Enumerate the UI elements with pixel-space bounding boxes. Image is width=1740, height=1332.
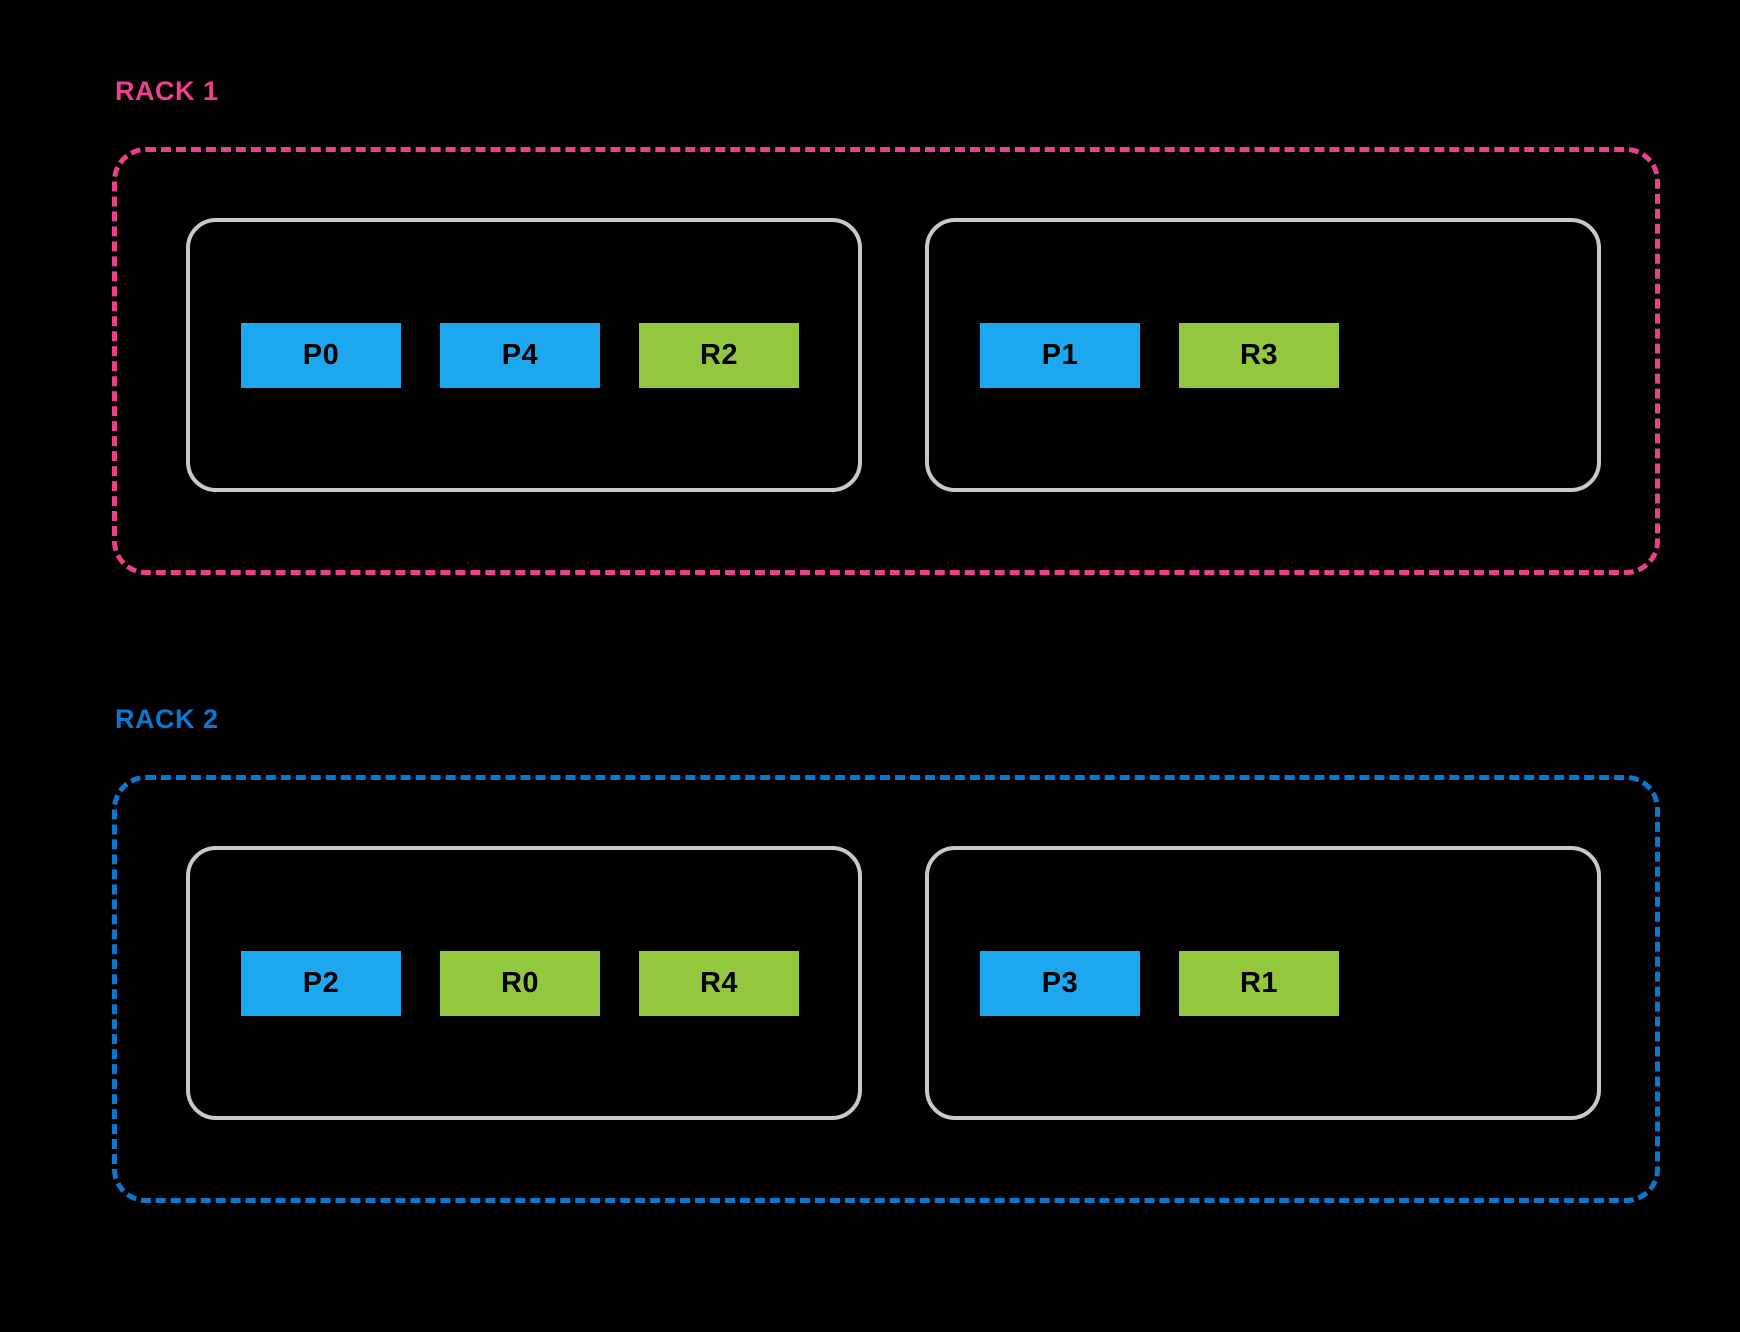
node-box-4[interactable]: P3 R1 xyxy=(925,846,1601,1120)
shard-p4[interactable]: P4 xyxy=(440,322,600,388)
rack-group-2: RACK 2 P2 R0 R4 P3 R1 xyxy=(0,628,1740,1248)
shard-r4[interactable]: R4 xyxy=(639,950,799,1016)
shard-p0[interactable]: P0 xyxy=(241,322,401,388)
node-2-shard-row: P1 R3 xyxy=(929,322,1339,388)
shard-p3[interactable]: P3 xyxy=(980,950,1140,1016)
shard-p1[interactable]: P1 xyxy=(980,322,1140,388)
shard-p2[interactable]: P2 xyxy=(241,950,401,1016)
shard-r0[interactable]: R0 xyxy=(440,950,600,1016)
rack-2-boundary xyxy=(112,775,1660,1203)
node-3-shard-row: P2 R0 R4 xyxy=(190,950,799,1016)
node-box-3[interactable]: P2 R0 R4 xyxy=(186,846,862,1120)
rack-1-label: RACK 1 xyxy=(115,76,219,106)
shard-r3[interactable]: R3 xyxy=(1179,322,1339,388)
node-4-shard-row: P3 R1 xyxy=(929,950,1339,1016)
rack-group-1: RACK 1 P0 P4 R2 P1 R3 xyxy=(0,0,1740,600)
shard-r1[interactable]: R1 xyxy=(1179,950,1339,1016)
node-box-2[interactable]: P1 R3 xyxy=(925,218,1601,492)
node-1-shard-row: P0 P4 R2 xyxy=(190,322,799,388)
node-box-1[interactable]: P0 P4 R2 xyxy=(186,218,862,492)
shard-r2[interactable]: R2 xyxy=(639,322,799,388)
rack-1-boundary xyxy=(112,147,1660,575)
rack-2-label: RACK 2 xyxy=(115,704,219,734)
